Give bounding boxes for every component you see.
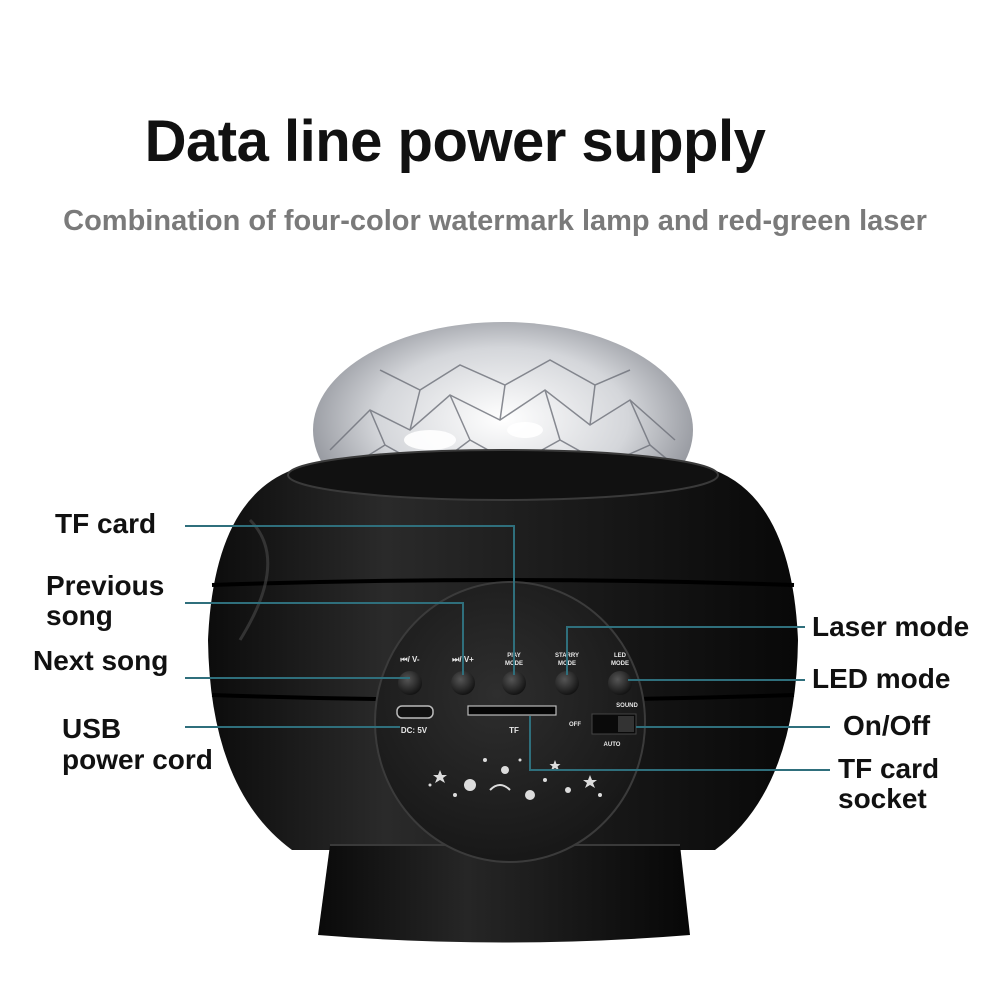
tf-socket-callout-line [529, 716, 830, 771]
next-song-label: Next song [33, 645, 169, 676]
next-button[interactable] [451, 671, 475, 695]
btn-prev-label: ⏮/ V- [400, 655, 420, 664]
previous-song-label-2: song [46, 600, 113, 631]
control-panel: ⏮/ V- ⏭/ V+ PlAY MODE STARRY MODE LED MO… [374, 581, 646, 863]
power-switch-knob[interactable] [618, 716, 634, 732]
prev-button[interactable] [398, 671, 422, 695]
usb-label-2: power cord [62, 744, 213, 775]
tf-card-callout-line [185, 525, 515, 675]
led-mode-button[interactable] [608, 671, 632, 695]
off-label: OFF [569, 722, 581, 728]
play-mode-button[interactable] [502, 671, 526, 695]
usb-port [396, 705, 434, 719]
previous-song-label-1: Previous [46, 570, 165, 601]
auto-label: AUTO [604, 742, 621, 748]
page-title: Data line power supply [144, 109, 766, 174]
tf-socket-label-1: TF card [838, 753, 940, 784]
led-mode-label: LED mode [812, 663, 951, 694]
tf-socket-label-2: socket [838, 783, 927, 814]
callout-lines [185, 525, 830, 771]
usb-label-1: USB [62, 713, 122, 744]
previous-song-callout-line [185, 602, 464, 675]
laser-mode-label: Laser mode [812, 611, 970, 642]
on-off-label: On/Off [843, 710, 931, 741]
page-subtitle: Combination of four-color watermark lamp… [63, 205, 927, 237]
tf-card-label: TF card [55, 508, 157, 539]
dc-label: DC: 5V [401, 726, 428, 735]
starry-mode-button[interactable] [555, 671, 579, 695]
starry-pattern [428, 758, 602, 800]
tf-label: TF [509, 726, 519, 735]
btn-led-label-1: LED [614, 653, 627, 659]
laser-mode-callout-line [566, 626, 805, 675]
sound-label: SOUND [616, 703, 638, 709]
btn-led-label-2: MODE [611, 661, 629, 667]
tf-card-slot[interactable] [467, 705, 557, 716]
